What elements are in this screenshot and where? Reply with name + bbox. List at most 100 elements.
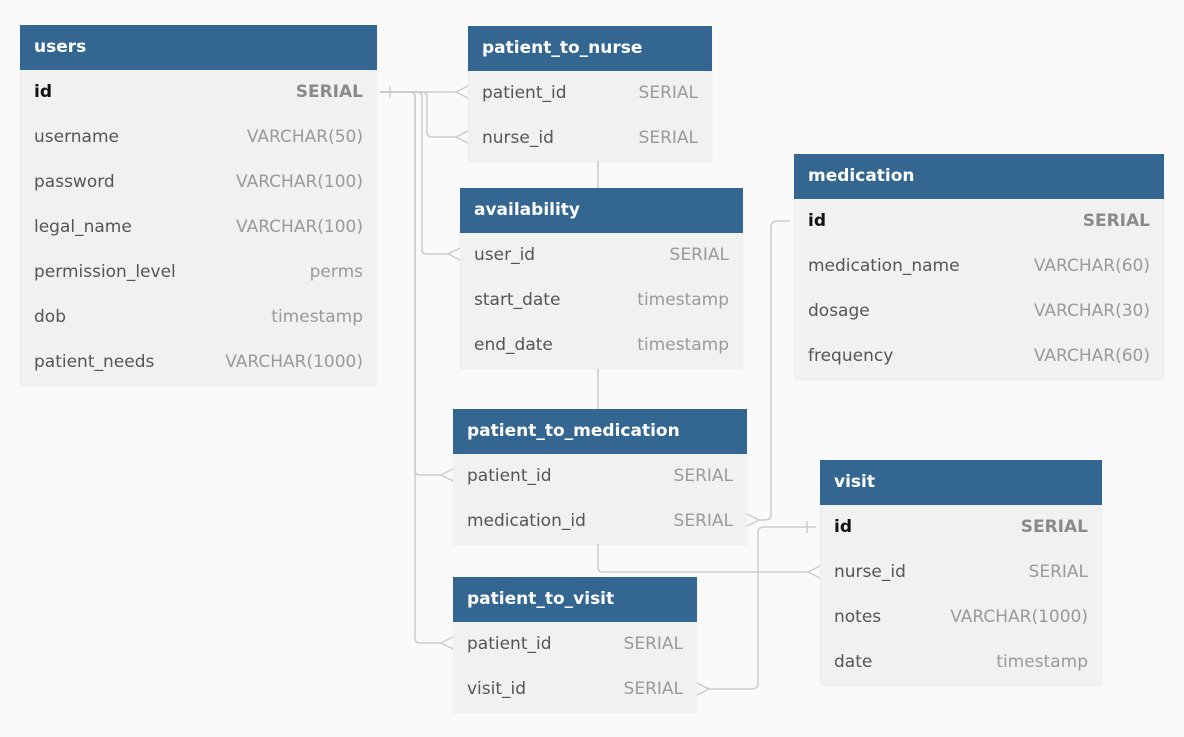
column-name: patient_id [467, 634, 552, 654]
column-name: id [34, 82, 52, 102]
column-type: VARCHAR(50) [246, 127, 363, 147]
cardinality-many-marker [455, 85, 469, 99]
table-column-row[interactable]: id SERIAL [794, 199, 1164, 244]
column-type: VARCHAR(100) [236, 217, 363, 237]
column-type: SERIAL [295, 82, 363, 102]
relationship-line [707, 526, 816, 690]
cardinality-many-marker [440, 636, 454, 650]
column-type: SERIAL [1028, 562, 1088, 582]
table-column-row[interactable]: nurse_id SERIAL [468, 116, 712, 161]
column-type: VARCHAR(100) [236, 172, 363, 192]
cardinality-many-marker [455, 130, 469, 144]
column-name: id [834, 517, 852, 537]
column-type: timestamp [271, 307, 363, 327]
column-name: frequency [808, 346, 894, 366]
relationship-line [757, 220, 790, 521]
table-header[interactable]: availability [460, 188, 743, 233]
table-column-row[interactable]: patient_id SERIAL [453, 454, 747, 499]
column-type: SERIAL [623, 634, 683, 654]
column-name: dob [34, 307, 66, 327]
table-column-row[interactable]: id SERIAL [20, 70, 377, 115]
table-column-row[interactable]: password VARCHAR(100) [20, 160, 377, 205]
column-type: SERIAL [1082, 211, 1150, 231]
column-name: visit_id [467, 679, 527, 699]
table-header[interactable]: patient_to_nurse [468, 26, 712, 71]
column-type: SERIAL [1020, 517, 1088, 537]
table-column-row[interactable]: id SERIAL [820, 505, 1102, 550]
column-type: SERIAL [638, 83, 698, 103]
column-name: patient_needs [34, 352, 155, 372]
column-name: username [34, 127, 119, 147]
table-column-row[interactable]: medication_id SERIAL [453, 499, 747, 544]
column-type: VARCHAR(60) [1033, 346, 1150, 366]
column-type: VARCHAR(30) [1033, 301, 1150, 321]
table-column-row[interactable]: notes VARCHAR(1000) [820, 595, 1102, 640]
table-header[interactable]: visit [820, 460, 1102, 505]
relationship-line [380, 91, 443, 644]
column-type: SERIAL [669, 245, 729, 265]
table-header[interactable]: patient_to_visit [453, 577, 697, 622]
column-name: nurse_id [482, 128, 554, 148]
table-header[interactable]: users [20, 25, 377, 70]
column-name: dosage [808, 301, 870, 321]
column-type: VARCHAR(1000) [950, 607, 1088, 627]
column-type: timestamp [637, 290, 729, 310]
table-column-row[interactable]: patient_id SERIAL [453, 622, 697, 667]
column-name: medication_id [467, 511, 586, 531]
table-column-row[interactable]: start_date timestamp [460, 278, 743, 323]
table-column-row[interactable]: permission_level perms [20, 250, 377, 295]
table-column-row[interactable]: medication_name VARCHAR(60) [794, 244, 1164, 289]
column-type: SERIAL [623, 679, 683, 699]
table-column-row[interactable]: patient_needs VARCHAR(1000) [20, 340, 377, 385]
table-column-row[interactable]: patient_id SERIAL [468, 71, 712, 116]
cardinality-many-marker [447, 247, 461, 261]
column-name: id [808, 211, 826, 231]
cardinality-many-marker [440, 468, 454, 482]
column-type: VARCHAR(60) [1033, 256, 1150, 276]
column-type: timestamp [996, 652, 1088, 672]
column-type: timestamp [637, 335, 729, 355]
relationship-line [597, 544, 810, 573]
table-column-row[interactable]: end_date timestamp [460, 323, 743, 368]
table-column-row[interactable]: visit_id SERIAL [453, 667, 697, 712]
column-name: end_date [474, 335, 553, 355]
table-column-row[interactable]: nurse_id SERIAL [820, 550, 1102, 595]
table-column-row[interactable]: username VARCHAR(50) [20, 115, 377, 160]
column-type: SERIAL [638, 128, 698, 148]
column-name: permission_level [34, 262, 176, 282]
table-column-row[interactable]: date timestamp [820, 640, 1102, 685]
column-name: date [834, 652, 873, 672]
table-column-row[interactable]: dosage VARCHAR(30) [794, 289, 1164, 334]
column-name: notes [834, 607, 882, 627]
table-users[interactable]: users id SERIAL username VARCHAR(50) password… [20, 25, 377, 385]
table-column-row[interactable]: frequency VARCHAR(60) [794, 334, 1164, 379]
relationship-line [380, 91, 450, 255]
table-header[interactable]: patient_to_medication [453, 409, 747, 454]
column-type: perms [309, 262, 363, 282]
column-name: password [34, 172, 115, 192]
column-type: VARCHAR(1000) [225, 352, 363, 372]
column-name: user_id [474, 245, 536, 265]
column-name: patient_id [482, 83, 567, 103]
cardinality-many-marker [807, 565, 821, 579]
column-name: start_date [474, 290, 561, 310]
table-column-row[interactable]: user_id SERIAL [460, 233, 743, 278]
cardinality-many-marker [696, 682, 710, 696]
column-name: nurse_id [834, 562, 906, 582]
table-header[interactable]: medication [794, 154, 1164, 199]
column-type: SERIAL [673, 466, 733, 486]
table-column-row[interactable]: dob timestamp [20, 295, 377, 340]
column-type: SERIAL [673, 511, 733, 531]
relationship-line [380, 91, 443, 476]
column-name: medication_name [808, 256, 960, 276]
column-name: patient_id [467, 466, 552, 486]
cardinality-many-marker [746, 513, 760, 527]
